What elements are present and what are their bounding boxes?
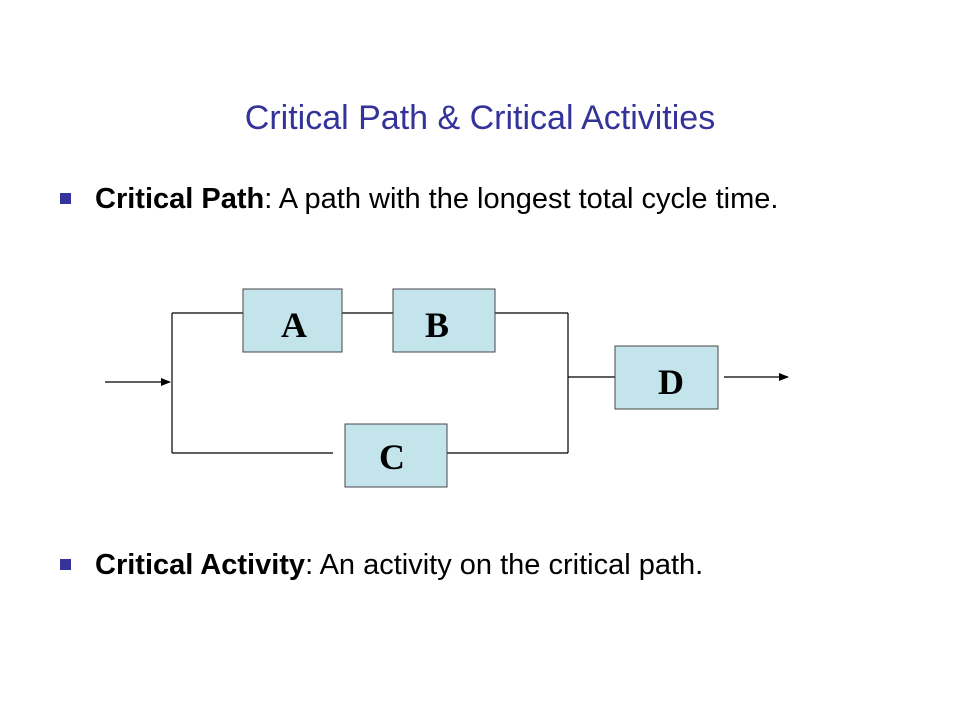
bullet-critical-path: Critical Path: A path with the longest t… [60, 179, 900, 219]
activity-box-b: B [392, 288, 496, 353]
bullet-definition: A path with the longest total cycle time… [272, 183, 779, 215]
square-bullet-icon [60, 559, 71, 570]
activity-label-d: D [658, 362, 684, 402]
slide-title: Critical Path & Critical Activities [244, 99, 716, 137]
bullet-separator: : [305, 549, 314, 581]
bullet-text: Critical Activity: An activity on the cr… [95, 545, 900, 585]
bullet-definition: An activity on the critical path. [313, 549, 704, 581]
activity-box-a: A [242, 288, 343, 353]
bullet-term: Critical Path [95, 183, 265, 215]
bullet-separator: : [264, 183, 273, 215]
activity-box-c: C [344, 423, 448, 488]
activity-label-a: A [281, 305, 307, 345]
activity-box-d: D [614, 345, 719, 410]
bullet-text: Critical Path: A path with the longest t… [95, 179, 900, 219]
square-bullet-icon [60, 193, 71, 204]
bullet-critical-activity: Critical Activity: An activity on the cr… [60, 545, 900, 585]
bullet-term: Critical Activity [95, 549, 306, 581]
activity-label-c: C [379, 437, 405, 477]
activity-label-b: B [425, 305, 449, 345]
